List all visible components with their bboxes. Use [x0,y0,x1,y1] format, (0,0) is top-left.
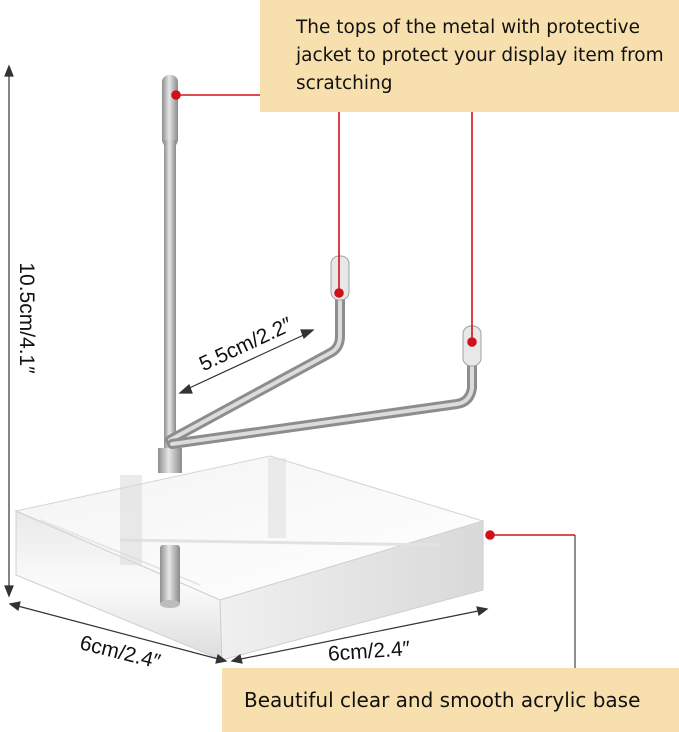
height-dimension-arrow [4,64,14,598]
top-callout-text: The tops of the metal with protective ja… [296,17,664,94]
bottom-callout-text: Beautiful clear and smooth acrylic base [244,688,641,712]
height-dimension-label: 10.5cm/4.1″ [15,262,38,374]
base-dimension-arrows [8,601,489,664]
top-callout: The tops of the metal with protective ja… [260,0,679,112]
callout-pointer-lines [171,90,575,540]
embedded-post [160,545,180,608]
main-rod [158,75,182,473]
acrylic-base [14,455,485,661]
protective-jacket-tips [330,255,482,367]
bottom-callout: Beautiful clear and smooth acrylic base [222,668,679,732]
support-arms [165,265,477,449]
arm-dimension-arrow [178,329,315,394]
